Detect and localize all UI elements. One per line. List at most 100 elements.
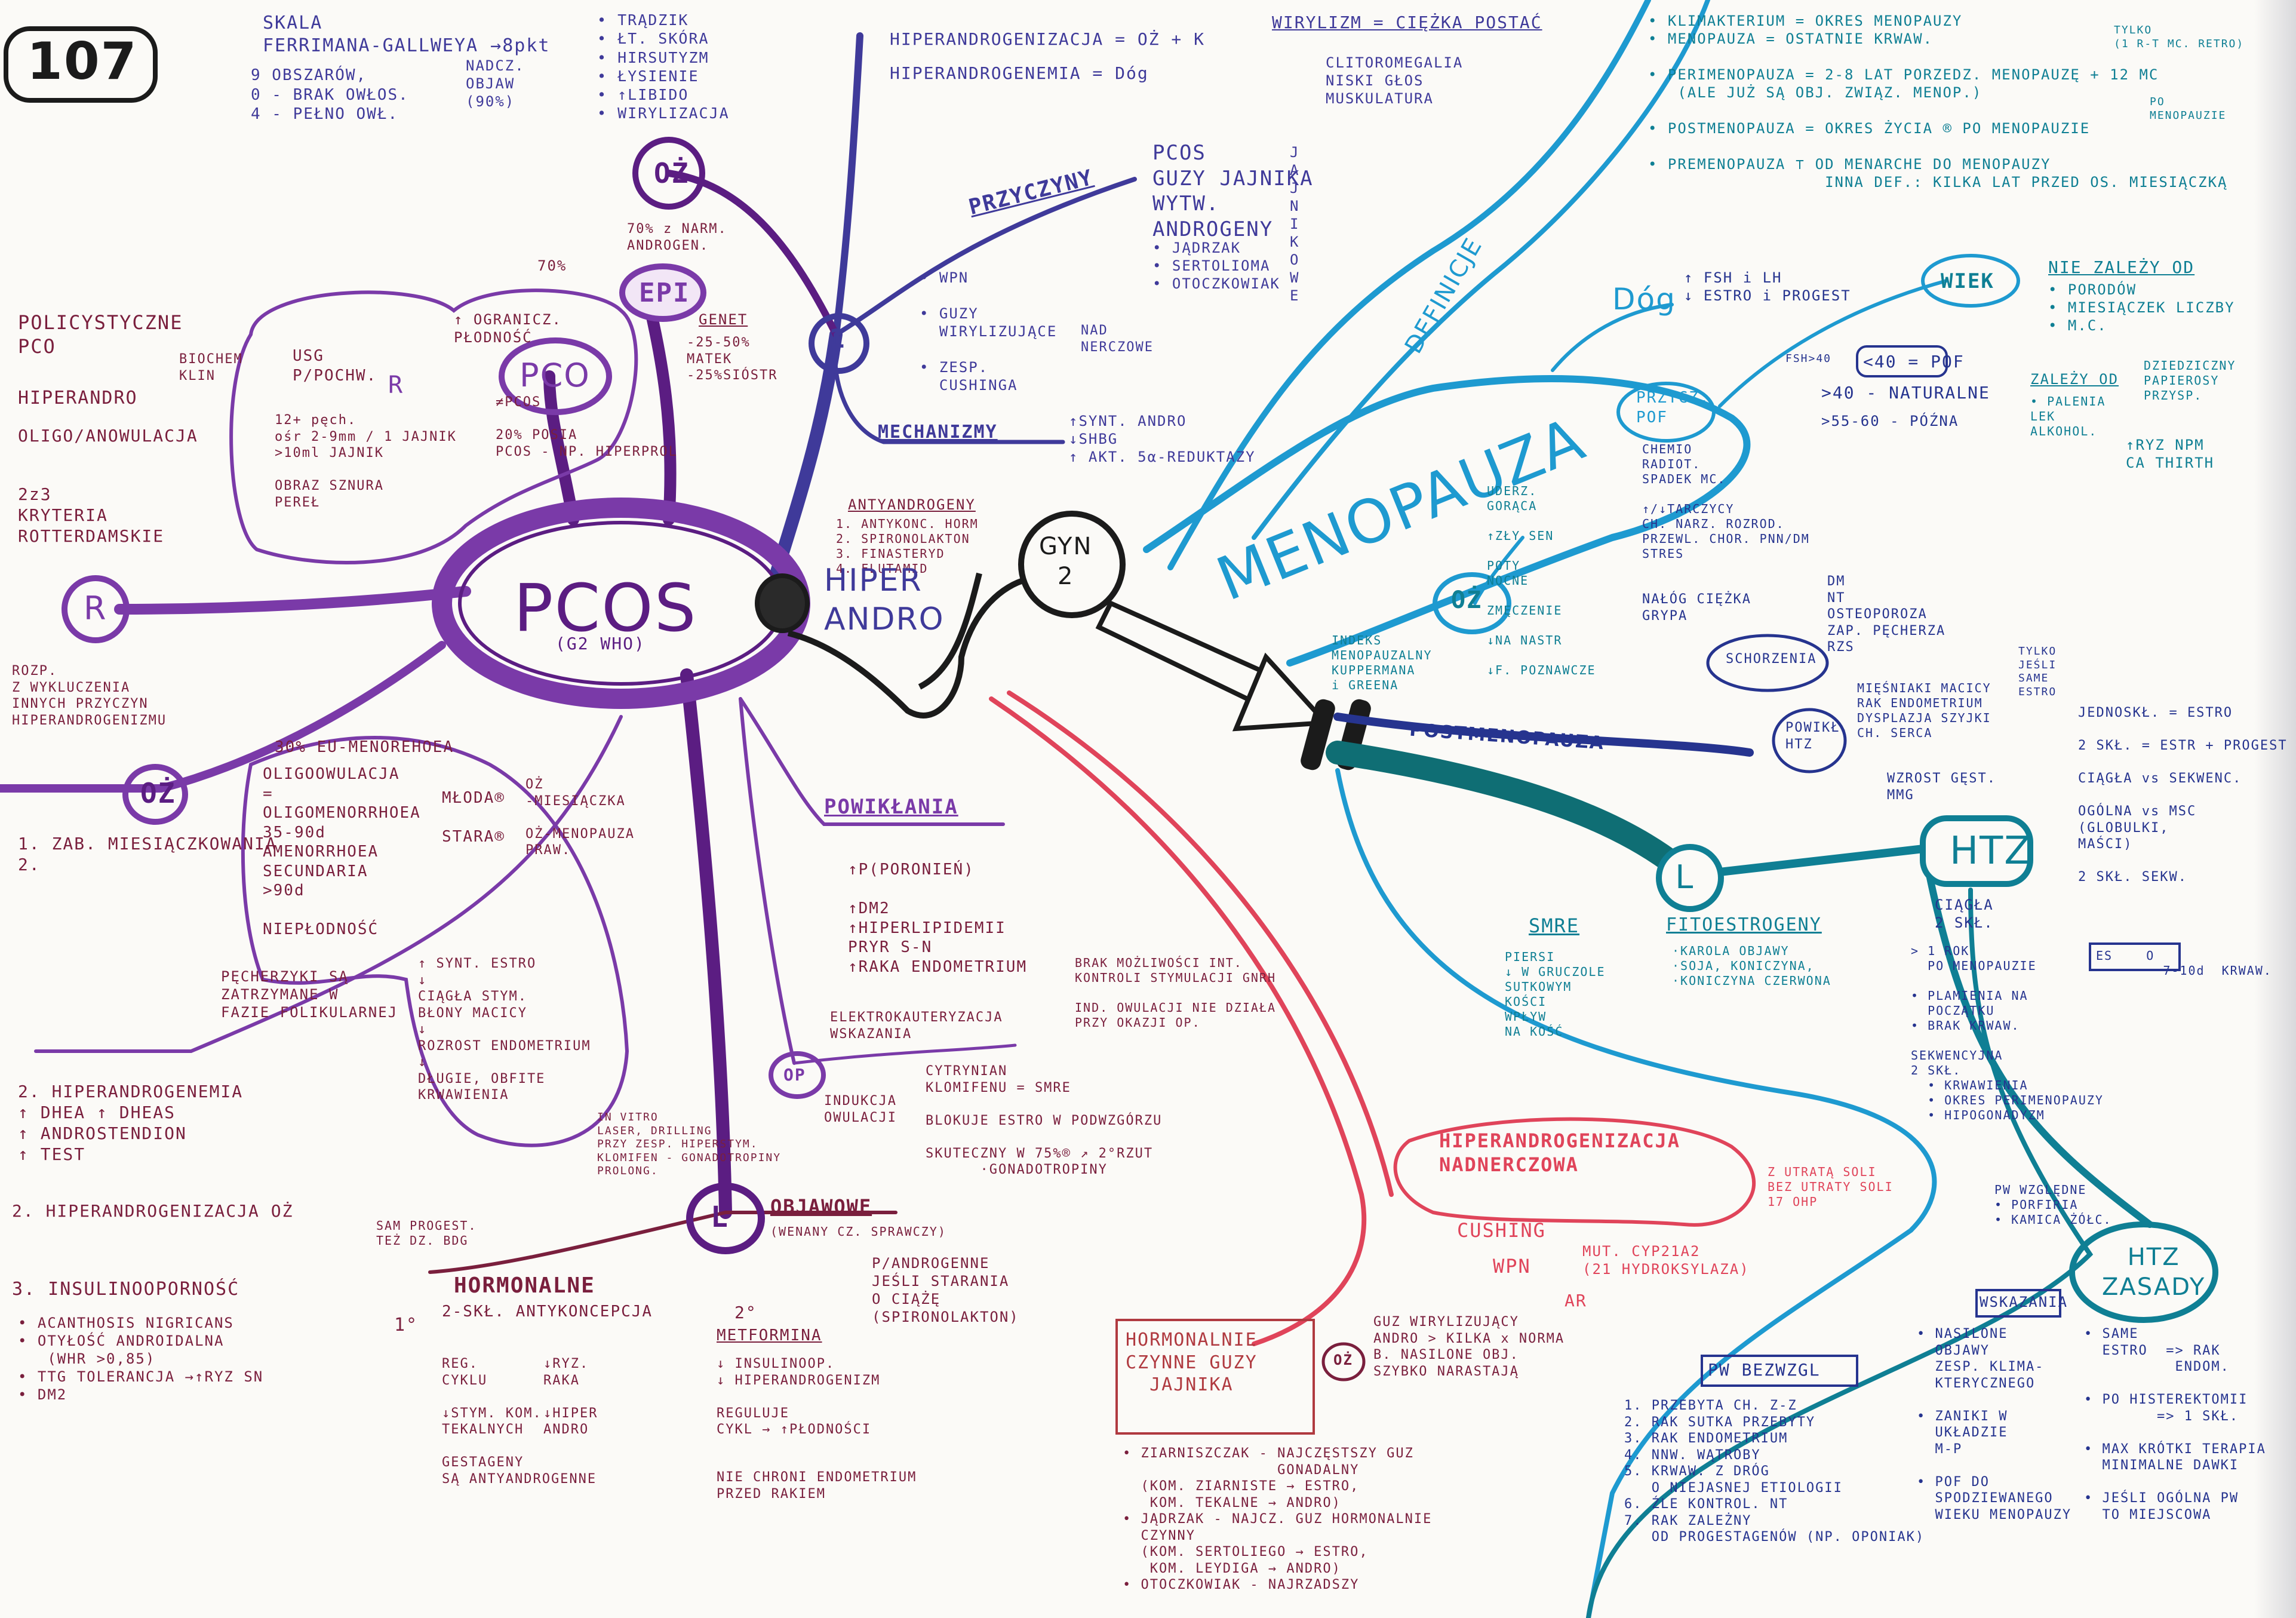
- oz-left-heading: 30% EU-MENOREHOEA: [275, 738, 454, 756]
- menopauza-outline: [1143, 375, 1751, 667]
- wirylizm: WIRYLIZM = CIĘŻKA POSTAĆ: [1272, 13, 1542, 32]
- branch-op-right: [792, 1043, 1017, 1065]
- l-bottom-node: [686, 1183, 765, 1254]
- pco-node: [499, 337, 612, 415]
- l-right-band: [1326, 741, 1696, 884]
- dog-label: Dóg: [1612, 282, 1676, 317]
- r-small-label: R: [388, 372, 404, 399]
- wiek-npm: ↑RYZ NPM CA THIRTH: [2126, 437, 2215, 471]
- def-side-tylko: TYLKO (1 R-T MC. RETRO): [2114, 24, 2245, 50]
- oz-meno-label: OŻ: [1451, 587, 1483, 614]
- branch-pco: [543, 370, 579, 526]
- red-line-1: [989, 696, 1367, 1346]
- mlodak-label: MŁODA® STARA®: [442, 789, 505, 846]
- gyn-fist: [755, 573, 810, 633]
- page-number: 107: [27, 32, 138, 91]
- hormonalne-top-note: SAM PROGEST. TEŻ DZ. BDG: [376, 1218, 477, 1248]
- htz-node: [1920, 815, 2033, 887]
- gyn-hub-ring: [1018, 511, 1126, 618]
- mechanizmy-list: ↑SYNT. ANDRO ↓SHBG ↑ AKT. 5α-REDUKTAZY: [1069, 413, 1256, 465]
- hiperandro-hub: HIPER ANDRO: [824, 563, 945, 637]
- page-number-badge: [4, 26, 158, 103]
- oz-left-niepl: NIEPŁODNOŚĆ: [263, 920, 379, 938]
- powik-htz-node: [1772, 708, 1847, 773]
- nadnerczowa-wpn: WPN: [1493, 1255, 1531, 1278]
- epi-rozne: 70% z NARM. ANDROGEN.: [627, 222, 727, 253]
- antyandrogeny-heading: ANTYANDROGENY: [848, 496, 976, 513]
- wiek-zal-list: • PALENIA LEK ALKOHOL.: [2030, 394, 2106, 438]
- htz-zasady-node: [2069, 1221, 2218, 1323]
- scale-lines: 9 OBSZARÓW, 0 - BRAK OWŁOS. 4 - PEŁNO OW…: [251, 66, 409, 123]
- jajnikowe-vertical: JAJNIKOWE: [1290, 144, 1300, 304]
- branch-zab-line: [34, 715, 623, 1053]
- effects-list: ↑ SYNT. ESTRO ↓ CIĄGŁA STYM. BŁONY MACIC…: [418, 956, 591, 1103]
- fito-label: FITOESTROGENY: [1666, 914, 1822, 935]
- przycz-pof-label: PRZYCZ. POF: [1636, 389, 1710, 426]
- branch-powiklania: [739, 697, 1005, 826]
- pcos-subtitle: (G2 WHO): [555, 634, 646, 653]
- pco-label: PCO: [520, 357, 591, 394]
- kryteria-label: 2z3 KRYTERIA ROTTERDAMSKIE: [18, 484, 165, 546]
- l-right-label: L: [1675, 858, 1696, 896]
- cyan-curve-bottom: [1335, 768, 1937, 1618]
- guzy-oz-list: GUZ WIRYLIZUJĄCY ANDRO > KILKA x NORMA B…: [1373, 1315, 1565, 1379]
- metformina-label: METFORMINA: [717, 1327, 822, 1344]
- pecherzyki-label: PĘCHERZYKI SĄ ZATRZYMANE W FAZIE FOLIKUL…: [221, 968, 398, 1021]
- pozna-label: >55-60 - PÓŹNA: [1821, 413, 1959, 429]
- gyn-bar-1: [1301, 699, 1335, 770]
- branch-hormonalne: [428, 1211, 727, 1274]
- oz-top-label: OŻ: [654, 157, 690, 189]
- nad-list: • WPN • GUZY WIRYLIZUJĄCE • ZESP. CUSHIN…: [920, 269, 1058, 394]
- przycz-pof-list: CHEMIO RADIOT. SPADEK MC. ↑/↓TARCZYCY CH…: [1642, 442, 1810, 561]
- pcos-title: PCOS: [514, 570, 697, 646]
- htz-zasady-label: HTZ ZASADY: [2102, 1244, 2206, 1301]
- r-left-node: [62, 575, 130, 643]
- pw-bezwzgl-box: [1701, 1355, 1858, 1387]
- antykoncepcja-label: 2-SKŁ. ANTYKONCEPCJA: [442, 1303, 653, 1321]
- epi-label: EPI: [639, 278, 690, 308]
- ogranicz-label: ↑ OGRANICZ. PŁODNOŚĆ: [454, 311, 562, 346]
- powiklania-list: ↑P(PORONIEŃ) ↑DM2 ↑HIPERLIPIDEMII PRYR S…: [848, 861, 1028, 976]
- nie-chroni: NIE CHRONI ENDOMETRIUM PRZED RAKIEM: [717, 1470, 917, 1502]
- htz-zasady-list: • SAME ESTRO => RAK ENDOM. • PO HISTEREK…: [2084, 1327, 2266, 1522]
- hiperandrog-label: 2. HIPERANDROGENEMIA ↑ DHEA ↑ DHEAS ↑ AN…: [18, 1082, 244, 1164]
- dog-list: ↑ FSH i LH ↓ ESTRO i PROGEST: [1684, 269, 1851, 304]
- postmenopauza-band: [1333, 713, 1754, 757]
- objawowe-label: OBJAWOWE: [770, 1195, 872, 1218]
- definicje-band-1: [1167, 0, 1651, 570]
- branch-leczenie: [680, 668, 732, 1219]
- nadnerczowa-label: HIPERANDROGENIZACJA NADNERCZOWA: [1439, 1129, 1681, 1176]
- fsh-label: FSH>40: [1785, 352, 1832, 365]
- scale-title: SKALA FERRIMANA-GALLWEYA →8pkt: [263, 13, 551, 56]
- red-line-2: [1007, 690, 1394, 1197]
- nadnerczowa-right: Z UTRATĄ SOLI BEZ UTRATY SOLI 17 OHP: [1768, 1165, 1894, 1209]
- definicje-band-2: [1252, 0, 1710, 540]
- metformina-list: ↓ INSULINOOP. ↓ HIPERANDROGENIZM REGULUJ…: [717, 1356, 881, 1437]
- hormonalne-label: HORMONALNE: [454, 1273, 595, 1298]
- wskazania-label: WSKAZANIA: [1980, 1294, 2068, 1310]
- oz-guzy-label: OŻ: [1333, 1352, 1353, 1368]
- powik-htz-label: POWIKŁ. HTZ: [1785, 720, 1849, 752]
- epi-genet-list: -25-50% MATEK -25%SIÓSTR: [687, 335, 778, 383]
- first-line: 1°: [394, 1315, 419, 1335]
- oz-left-blob: [241, 736, 629, 1147]
- insulin-list: • ACANTHOSIS NIGRICANS • OTYŁOŚĆ ANDROID…: [18, 1315, 264, 1403]
- r-left-label: R: [84, 590, 107, 627]
- gyn-arm-2: [918, 572, 982, 690]
- gyn-label: GYN 2: [1039, 533, 1093, 590]
- epi-node: [619, 263, 706, 322]
- nadnerczowa-mut: MUT. CYP21A2 (21 HYDROKSYLAZA): [1582, 1243, 1750, 1278]
- oz-meno-list: UDERZ. GORĄCA ↑ZŁY SEN POTY NOCNE ZMĘCZE…: [1487, 484, 1596, 677]
- guzy-label: HORMONALNIE CZYNNE GUZY JAJNIKA: [1126, 1330, 1258, 1395]
- mechanizmy-label: MECHANIZMY: [878, 422, 998, 443]
- indukcja-label: INDUKCJA OWULACJI: [824, 1094, 897, 1125]
- wiek-label: WIEK: [1941, 269, 1994, 293]
- lt40-box: [1856, 345, 1948, 377]
- l-right-node: [1656, 844, 1724, 912]
- powik-htz-list: MIĘŚNIAKI MACICY RAK ENDOMETRIUM DYSPLAZ…: [1857, 681, 1991, 740]
- oz-guzy-node: [1321, 1342, 1366, 1381]
- hiperandrog-oz-label: 2. HIPERANDROGENIZACJA OŻ: [12, 1201, 294, 1221]
- rozp-label: ROZP. Z WYKLUCZENIA INNYCH PRZYCZYN HIPE…: [12, 664, 167, 728]
- definicje-list: • KLIMAKTERIUM = OKRES MENOPAUZY • MENOP…: [1648, 13, 2228, 191]
